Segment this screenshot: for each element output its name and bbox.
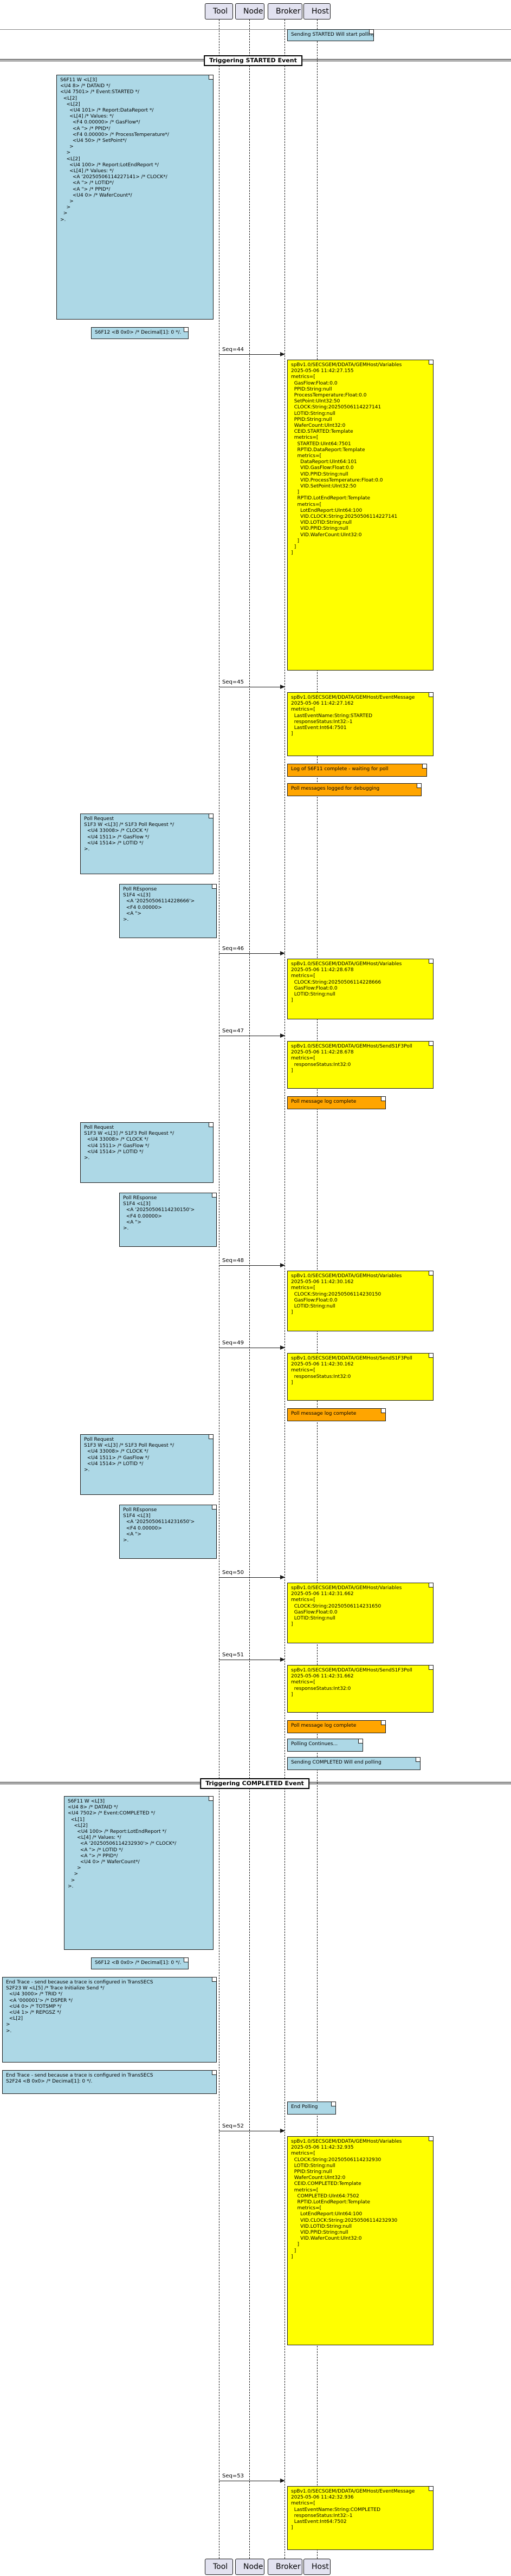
- note-poll-logged: Poll messages logged for debugging: [287, 783, 422, 796]
- participant-broker-bottom: Broker: [268, 2559, 302, 2575]
- participant-host: Host: [303, 3, 331, 19]
- divider-completed-label: Triggering COMPLETED Event: [200, 1778, 309, 1789]
- msg-seq44-arrow: [219, 352, 285, 356]
- note-bus-48: spBv1.0/SECSGEM/DDATA/GEMHost/Variables …: [287, 1271, 434, 1331]
- participant-host-bottom: Host: [303, 2559, 331, 2575]
- msg-seq50-label: Seq=50: [222, 1570, 244, 1576]
- note-log-complete: Log of S6F11 complete - waiting for poll: [287, 764, 427, 777]
- participant-node: Node: [235, 3, 264, 19]
- separator-line: [0, 29, 511, 30]
- note-polling-continues: Polling Continues...: [287, 1739, 363, 1752]
- note-poll-response-2: Poll REsponse S1F4 <L[3] <A '20250506114…: [119, 1193, 217, 1247]
- note-end-polling-send: Sending COMPLETED Will end polling: [287, 1757, 421, 1770]
- note-bus-50: spBv1.0/SECSGEM/DDATA/GEMHost/Variables …: [287, 1583, 434, 1643]
- note-end-polling: End Polling: [287, 2102, 336, 2115]
- note-s6f11-completed: S6F11 W <L[3] <U4 8> /* DATAID */ <U4 75…: [64, 1796, 214, 1950]
- msg-seq51-label: Seq=51: [222, 1652, 244, 1658]
- msg-seq44-label: Seq=44: [222, 347, 244, 353]
- note-poll-response-1: Poll REsponse S1F4 <L[3] <A '20250506114…: [119, 884, 217, 938]
- note-poll-log-3: Poll message log complete: [287, 1720, 386, 1733]
- msg-seq45-label: Seq=45: [222, 679, 244, 685]
- msg-seq46-label: Seq=46: [222, 946, 244, 952]
- msg-seq48-arrow: [219, 1263, 285, 1267]
- msg-seq50-arrow: [219, 1575, 285, 1579]
- note-bus-44: spBv1.0/SECSGEM/DDATA/GEMHost/Variables …: [287, 360, 434, 671]
- note-poll-log-1: Poll message log complete: [287, 1096, 386, 1109]
- msg-seq48-label: Seq=48: [222, 1258, 244, 1264]
- msg-seq53-label: Seq=53: [222, 2473, 244, 2479]
- note-s6f11-started: S6F11 W <L[3] <U4 8> /* DATAID */ <U4 75…: [56, 75, 214, 320]
- participant-tool: Tool: [205, 3, 233, 19]
- note-end-trace-send: End Trace - send because a trace is conf…: [2, 1977, 217, 2063]
- lifeline-broker: [284, 19, 285, 2559]
- note-bus-46: spBv1.0/SECSGEM/DDATA/GEMHost/Variables …: [287, 959, 434, 1019]
- participant-tool-bottom: Tool: [205, 2559, 233, 2575]
- participant-broker: Broker: [268, 3, 302, 19]
- note-bus-49: spBv1.0/SECSGEM/DDATA/GEMHost/SendS1F3Po…: [287, 1353, 434, 1401]
- note-s6f12-a: S6F12 <B 0x0> /* Decimal[1]: 0 */.: [91, 327, 189, 339]
- note-start-polling: Sending STARTED Will start polling: [287, 29, 374, 41]
- participant-node-bottom: Node: [235, 2559, 264, 2575]
- note-poll-log-2: Poll message log complete: [287, 1408, 386, 1421]
- note-bus-51: spBv1.0/SECSGEM/DDATA/GEMHost/SendS1F3Po…: [287, 1665, 434, 1713]
- note-s6f12-b: S6F12 <B 0x0> /* Decimal[1]: 0 */.: [91, 1957, 189, 1969]
- msg-seq49-label: Seq=49: [222, 1340, 244, 1346]
- note-end-trace-ack: End Trace - send because a trace is conf…: [2, 2070, 217, 2094]
- msg-seq47-label: Seq=47: [222, 1028, 244, 1034]
- note-bus-47: spBv1.0/SECSGEM/DDATA/GEMHost/SendS1F3Po…: [287, 1041, 434, 1089]
- lifeline-node: [249, 19, 250, 2559]
- divider-started-label: Triggering STARTED Event: [204, 55, 302, 66]
- note-poll-response-3: Poll REsponse S1F4 <L[3] <A '20250506114…: [119, 1505, 217, 1559]
- note-poll-request-1: Poll Request S1F3 W <L[3] /* S1F3 Poll R…: [80, 814, 214, 874]
- note-poll-request-3: Poll Request S1F3 W <L[3] /* S1F3 Poll R…: [80, 1434, 214, 1495]
- msg-seq46-arrow: [219, 951, 285, 955]
- note-bus-53: spBv1.0/SECSGEM/DDATA/GEMHost/EventMessa…: [287, 2486, 434, 2550]
- note-bus-52: spBv1.0/SECSGEM/DDATA/GEMHost/Variables …: [287, 2136, 434, 2345]
- msg-seq52-label: Seq=52: [222, 2123, 244, 2129]
- note-bus-45: spBv1.0/SECSGEM/DDATA/GEMHost/EventMessa…: [287, 692, 434, 756]
- note-poll-request-2: Poll Request S1F3 W <L[3] /* S1F3 Poll R…: [80, 1122, 214, 1183]
